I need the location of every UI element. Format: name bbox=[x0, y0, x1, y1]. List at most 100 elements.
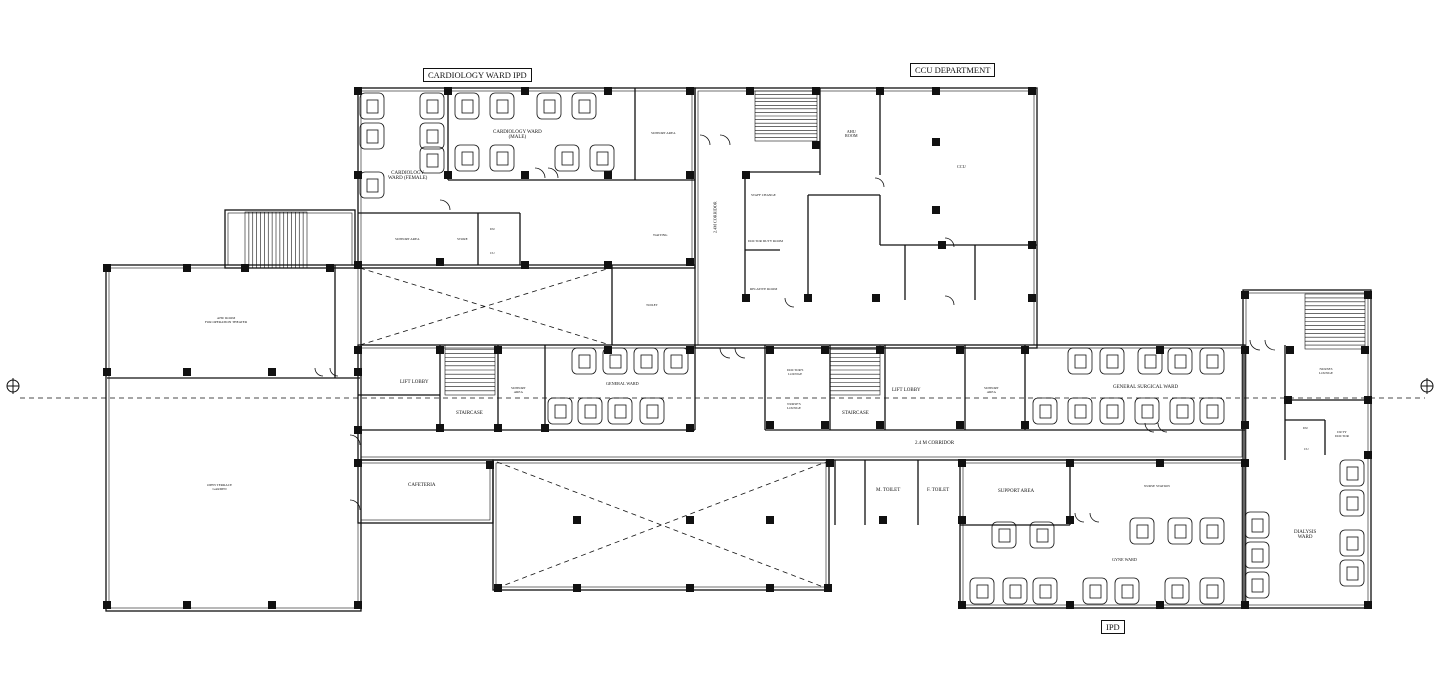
dashed-line bbox=[359, 267, 611, 346]
bed-cubicle bbox=[639, 397, 665, 425]
label-ccu: CCU bbox=[957, 164, 966, 169]
column bbox=[1021, 421, 1029, 429]
bed-cubicle bbox=[1199, 517, 1225, 545]
door-swing bbox=[734, 347, 746, 359]
column bbox=[826, 459, 834, 467]
column bbox=[932, 138, 940, 146]
bed-cubicle bbox=[454, 144, 480, 172]
label-cu: CU bbox=[490, 251, 495, 255]
bed-cubicle bbox=[1082, 577, 1108, 605]
door-swing bbox=[1157, 422, 1168, 433]
bed-cubicle bbox=[571, 92, 597, 120]
bed bbox=[426, 99, 439, 114]
beds bbox=[359, 92, 1365, 605]
column bbox=[521, 261, 529, 269]
bed-cubicle bbox=[1002, 577, 1028, 605]
bed bbox=[1251, 548, 1264, 563]
bed bbox=[366, 178, 379, 193]
bed bbox=[1174, 524, 1187, 539]
bed bbox=[584, 404, 597, 419]
label-corridor-vertical: 2.4M CORRIDOR bbox=[712, 201, 718, 234]
wall-outline bbox=[694, 87, 1038, 349]
bed bbox=[614, 404, 627, 419]
bed-cubicle bbox=[419, 146, 445, 174]
bed-cubicle bbox=[1339, 489, 1365, 517]
bed bbox=[426, 153, 439, 168]
door-swing bbox=[719, 134, 731, 146]
column bbox=[354, 346, 362, 354]
column bbox=[444, 171, 452, 179]
bed-cubicle bbox=[663, 347, 689, 375]
bed bbox=[1074, 404, 1087, 419]
column bbox=[686, 584, 694, 592]
column bbox=[804, 294, 812, 302]
column bbox=[766, 421, 774, 429]
bed-cubicle bbox=[1199, 397, 1225, 425]
label-general-surgical-ward: GENERAL SURGICAL WARD bbox=[1113, 385, 1179, 390]
column bbox=[354, 426, 362, 434]
bed bbox=[496, 99, 509, 114]
bed-cubicle bbox=[1067, 347, 1093, 375]
column bbox=[241, 264, 249, 272]
column bbox=[354, 368, 362, 376]
columns bbox=[103, 87, 1372, 609]
wall-outline bbox=[357, 459, 494, 524]
bed bbox=[1251, 518, 1264, 533]
column bbox=[1028, 87, 1036, 95]
door-swing bbox=[719, 347, 731, 359]
column bbox=[686, 346, 694, 354]
bed-cubicle bbox=[547, 397, 573, 425]
column bbox=[686, 424, 694, 432]
title-ipd: IPD bbox=[1101, 620, 1125, 634]
door-swing bbox=[1249, 339, 1261, 351]
bed-cubicle bbox=[1114, 577, 1140, 605]
section-markers bbox=[6, 378, 1434, 394]
bed bbox=[366, 99, 379, 114]
column bbox=[1364, 601, 1372, 609]
column bbox=[494, 424, 502, 432]
bed bbox=[1074, 354, 1087, 369]
column bbox=[1241, 459, 1249, 467]
door-swing bbox=[349, 499, 361, 511]
column bbox=[1364, 291, 1372, 299]
wall-inner bbox=[360, 347, 1243, 458]
column bbox=[604, 261, 612, 269]
bed bbox=[1206, 354, 1219, 369]
label-cu-right: CU bbox=[1304, 447, 1309, 451]
title-cardiology-ipd: CARDIOLOGY WARD IPD bbox=[423, 68, 532, 82]
column bbox=[183, 264, 191, 272]
label-cardiology-ward-male: CARDIOLOGY WARD(MALE) bbox=[493, 130, 542, 141]
bed bbox=[1106, 354, 1119, 369]
column bbox=[879, 516, 887, 524]
bed bbox=[554, 404, 567, 419]
column bbox=[686, 171, 694, 179]
column bbox=[1286, 346, 1294, 354]
label-staff-change: STAFF CHANGE bbox=[751, 193, 776, 197]
bed bbox=[578, 99, 591, 114]
column bbox=[766, 346, 774, 354]
column bbox=[103, 264, 111, 272]
bed-cubicle bbox=[1167, 347, 1193, 375]
bed-cubicle bbox=[419, 122, 445, 150]
column bbox=[821, 421, 829, 429]
bed bbox=[1036, 528, 1049, 543]
column bbox=[436, 424, 444, 432]
bed bbox=[561, 151, 574, 166]
column bbox=[686, 258, 694, 266]
column bbox=[494, 584, 502, 592]
column bbox=[573, 516, 581, 524]
wall-inner bbox=[360, 462, 491, 521]
bed-cubicle bbox=[359, 92, 385, 120]
bed bbox=[1171, 584, 1184, 599]
door-swing bbox=[944, 295, 955, 306]
bed-cubicle bbox=[1099, 397, 1125, 425]
bed bbox=[1141, 404, 1154, 419]
column bbox=[956, 421, 964, 429]
bed-cubicle bbox=[359, 171, 385, 199]
column bbox=[444, 87, 452, 95]
